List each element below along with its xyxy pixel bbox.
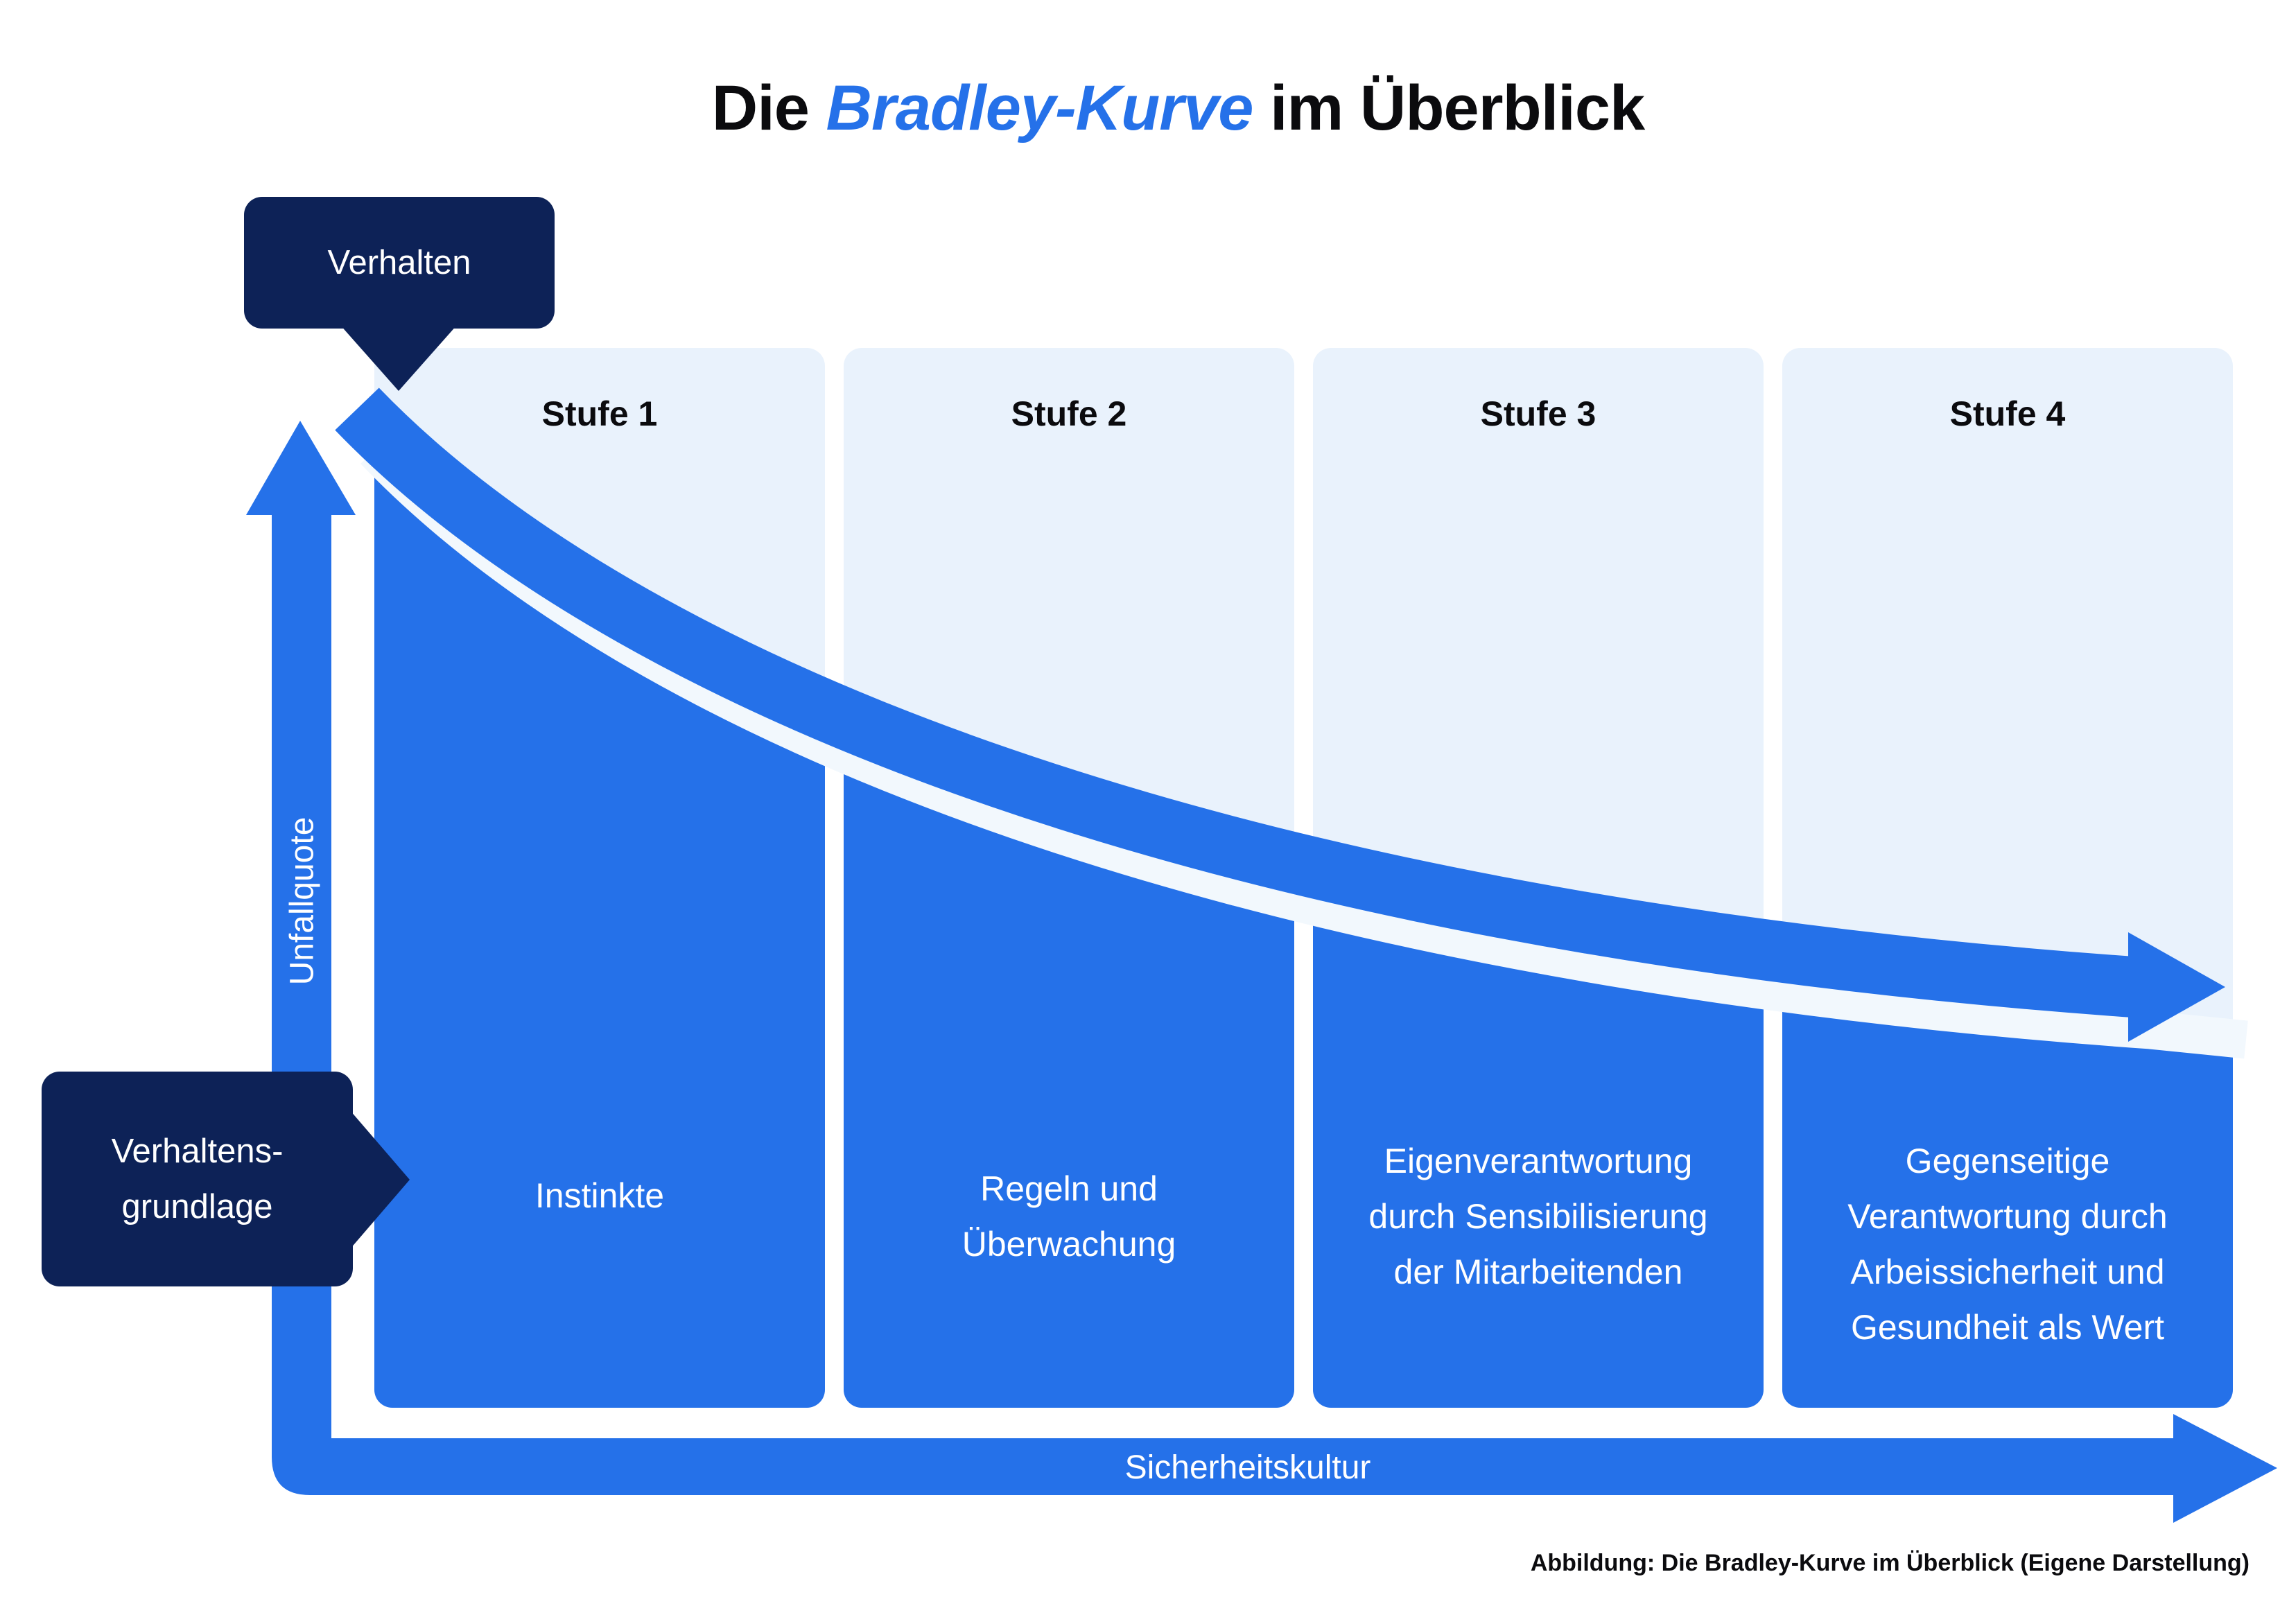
stage-4-description: Gegenseitige Verantwortung durch Arbeiss… <box>1847 1142 2168 1347</box>
stage-2-description: Regeln und Überwachung <box>961 1169 1176 1264</box>
title-highlight: Bradley-Kurve <box>826 73 1254 143</box>
stage-4-label: Stufe 4 <box>1949 394 2066 433</box>
stage-2-label: Stufe 2 <box>1011 394 1127 433</box>
stage-3-label: Stufe 3 <box>1480 394 1596 433</box>
bradley-curve <box>335 387 2136 1018</box>
callout-verhaltensgrundlage-pointer <box>350 1110 410 1249</box>
x-axis-label: Sicherheitskultur <box>1124 1449 1371 1486</box>
callout-verhalten: Verhalten <box>244 197 555 329</box>
figure-caption: Abbildung: Die Bradley-Kurve im Überblic… <box>1530 1550 2249 1576</box>
title-suffix: im Überblick <box>1253 73 1645 143</box>
callout-verhalten-pointer <box>340 324 458 391</box>
y-axis-label: Unfallquote <box>284 817 321 986</box>
callout-verhaltensgrundlage: Verhaltens- grundlage <box>42 1072 353 1286</box>
callout-verhaltensgrundlage-label: Verhaltens- grundlage <box>111 1133 284 1225</box>
stage-1-label: Stufe 1 <box>541 394 658 433</box>
page-title: Die Bradley-Kurve im Überblick <box>0 72 2280 145</box>
bradley-curve-arrowhead <box>2128 932 2225 1042</box>
stage-3-description: Eigenverantwortung durch Sensibilisierun… <box>1368 1142 1708 1291</box>
title-prefix: Die <box>711 73 826 143</box>
callout-verhalten-label: Verhalten <box>327 244 471 281</box>
stage-1-description: Instinkte <box>534 1176 665 1215</box>
